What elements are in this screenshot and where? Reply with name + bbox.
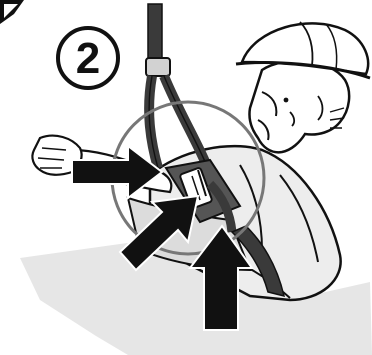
worker-head-icon [248, 59, 351, 154]
arrow-bottom-icon [187, 224, 254, 331]
corner-arrow-icon [0, 0, 24, 24]
step-number: 2 [75, 34, 101, 83]
harness-leg-strap [230, 225, 286, 298]
step-number-badge: 2 [56, 26, 120, 90]
hardhat-icon [235, 21, 371, 80]
harness-strap-icon [144, 3, 211, 170]
ground-shape [20, 232, 372, 355]
arrow-lower-left-icon [118, 194, 200, 272]
harness-buckle-icon [164, 158, 242, 233]
block-arrow-icon [71, 143, 254, 331]
arrow-left-icon [71, 143, 164, 201]
